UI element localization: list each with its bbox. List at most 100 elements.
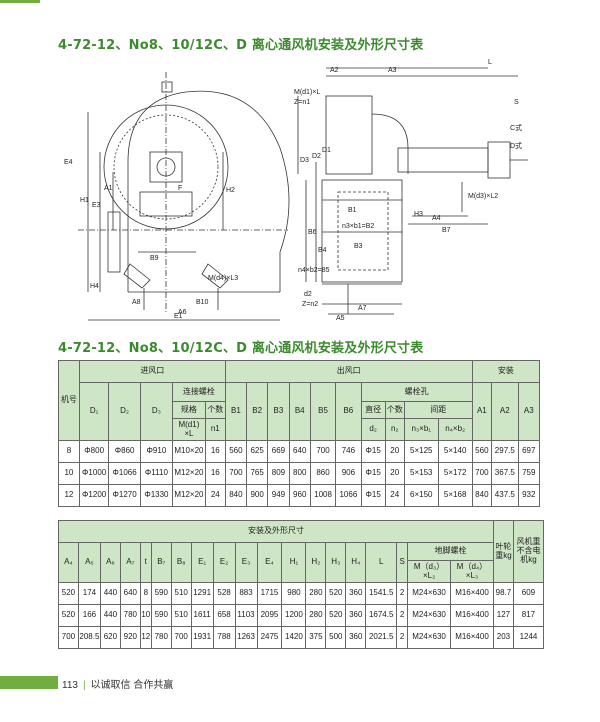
table-cell: M24×630 [407, 626, 452, 649]
th-e1: E₁ [190, 542, 214, 583]
table-cell: 759 [517, 462, 541, 485]
label-s: S [514, 99, 519, 106]
table-cell: 24 [384, 484, 405, 507]
table-cell: 980 [281, 582, 307, 605]
th-install: 安装 [471, 360, 541, 383]
label-n3b1: n3×b1=B2 [342, 223, 374, 230]
th-model: 机号 [58, 360, 80, 441]
th-h1: H₁ [281, 542, 307, 583]
label-z-n2: Z=n2 [302, 301, 318, 308]
table-cell: 809 [267, 462, 290, 485]
th-h3: H₃ [325, 542, 347, 583]
table-cell: 10 [139, 604, 152, 627]
table-cell: Φ1000 [78, 462, 110, 485]
table-cell: 5×125 [403, 440, 439, 463]
table-cell: 437.5 [491, 484, 519, 507]
label-b9: B9 [150, 255, 159, 262]
label-f: F [178, 185, 182, 192]
label-md1-l: M(d1)×L [294, 89, 320, 96]
label-h1: H1 [80, 197, 89, 204]
page-title: 4-72-12、No8、10/12C、D 离心通风机安装及外形尺寸表 [58, 38, 424, 53]
table-cell: Φ15 [360, 440, 386, 463]
label-b10: B10 [196, 299, 209, 306]
table-cell: 2 [396, 626, 409, 649]
table-cell: Φ910 [139, 440, 174, 463]
table-cell: 500 [325, 626, 347, 649]
th-n2: n₂ [384, 418, 405, 441]
label-e3: E3 [92, 202, 101, 209]
table-cell: 6×150 [403, 484, 439, 507]
table-cell: 590 [150, 604, 172, 627]
th-a3: A3 [517, 382, 541, 441]
table-cell: 2095 [256, 604, 283, 627]
label-l: L [488, 59, 492, 66]
table-cell: 520 [58, 582, 79, 605]
table-cell: 367.5 [491, 462, 519, 485]
table-cell: 520 [58, 604, 79, 627]
page-number: 113 [62, 680, 78, 691]
table-cell: M16×400 [450, 582, 494, 605]
th-diameter: 直径 [360, 401, 386, 419]
table-cell: 1715 [256, 582, 283, 605]
table-cell: 883 [234, 582, 258, 605]
table-cell: 297.5 [491, 440, 519, 463]
table-cell: 2 [396, 582, 409, 605]
th-h2: H₂ [305, 542, 327, 583]
label-a1: A1 [104, 185, 113, 192]
table-cell: 765 [246, 462, 269, 485]
th-inlet: 进风口 [78, 360, 226, 383]
table-cell: 166 [77, 604, 101, 627]
table-cell: 788 [212, 626, 236, 649]
th-install-dims: 安装及外形尺寸 [58, 520, 494, 543]
th-b2: B2 [246, 382, 269, 441]
th-d3: D₃ [139, 382, 174, 441]
table-cell: 208.5 [77, 626, 101, 649]
table-cell: Φ1200 [78, 484, 110, 507]
table-cell: 10 [58, 462, 80, 485]
th-d2: D₂ [108, 382, 141, 441]
table-cell: Φ1330 [139, 484, 174, 507]
th-anchor-bolt: 地脚螺栓 [407, 542, 494, 561]
th-spacing: 间距 [403, 401, 473, 419]
table-cell: 280 [305, 604, 327, 627]
th-n4b2: n₄×b₂ [437, 418, 473, 441]
th-spec: 规格 [172, 401, 206, 419]
table-cell: 700 [170, 626, 192, 649]
table-cell: 746 [335, 440, 362, 463]
label-c-type: C式 [510, 123, 522, 132]
table-cell: M10×20 [172, 440, 206, 463]
table-cell: 1420 [281, 626, 307, 649]
label-b1: B1 [348, 207, 357, 214]
label-z-n1: Z=n1 [294, 99, 310, 106]
table-cell: 1291 [190, 582, 214, 605]
table-cell: 640 [288, 440, 311, 463]
th-n3b1: n₃×b₁ [403, 418, 439, 441]
table-cell: M16×400 [450, 604, 494, 627]
table-cell: 960 [288, 484, 311, 507]
table-cell: 375 [305, 626, 327, 649]
label-b6: B6 [308, 229, 317, 236]
label-a4: A4 [432, 215, 441, 222]
label-a2: A2 [330, 67, 339, 74]
table-cell: 5×140 [437, 440, 473, 463]
table-cell: 520 [325, 582, 347, 605]
th-b7: B₇ [150, 542, 172, 583]
th-outlet: 出风口 [224, 360, 473, 383]
label-b3: B3 [354, 243, 363, 250]
table-cell: 16 [204, 440, 226, 463]
table-cell: 1244 [512, 626, 545, 649]
table-cell: 360 [345, 604, 367, 627]
th-md3-l2: M（d₃）×L₂ [407, 560, 452, 583]
table-cell: 5×172 [437, 462, 473, 485]
table-cell: Φ800 [78, 440, 110, 463]
th-count: 个数 [204, 401, 226, 419]
table-cell: 658 [212, 604, 236, 627]
table-cell: 16 [204, 462, 226, 485]
label-md3-l2: M(d3)×L2 [468, 193, 498, 200]
section-title: 4-72-12、No8、10/12C、D 离心通风机安装及外形尺寸表 [58, 341, 424, 356]
table-cell: 1541.5 [365, 582, 398, 605]
label-b4: B4 [318, 247, 327, 254]
table-cell: Φ1270 [108, 484, 141, 507]
th-a1: A1 [471, 382, 493, 441]
